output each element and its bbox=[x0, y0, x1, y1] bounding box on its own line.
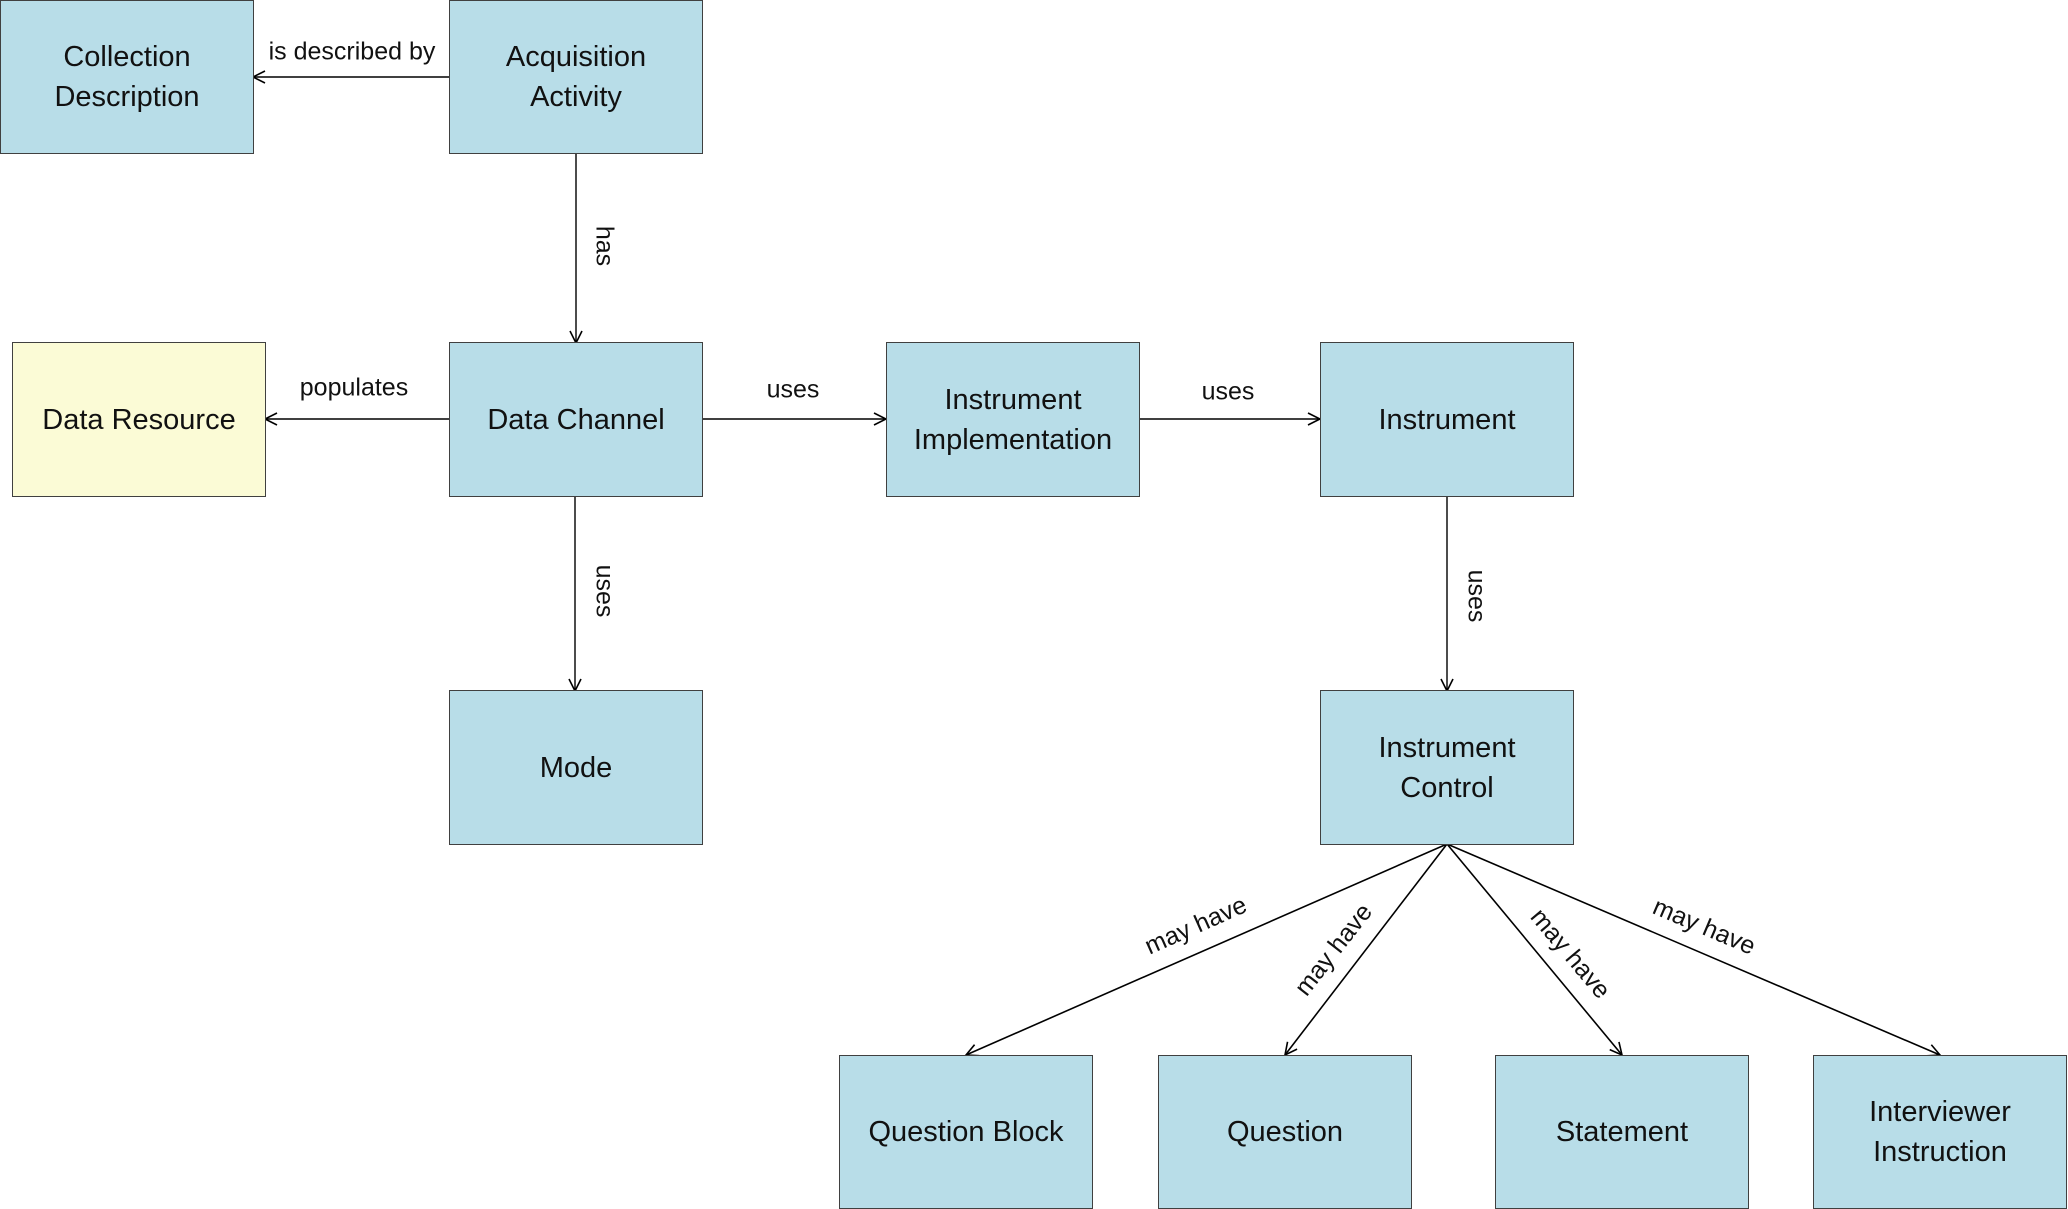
question-block-label: Question Block bbox=[868, 1116, 1064, 1148]
question-label: Question bbox=[1226, 1116, 1344, 1148]
edge-control-to-statement bbox=[1446, 843, 1622, 1055]
edge-label-uses-mode: uses bbox=[590, 564, 619, 618]
edge-label-is-described-by: is described by bbox=[268, 37, 436, 66]
edge-control-to-question-block bbox=[966, 843, 1448, 1055]
edge-label-uses-control: uses bbox=[1462, 569, 1491, 623]
edge-control-to-question bbox=[1285, 843, 1448, 1055]
instrument-node[interactable]: Instrument bbox=[1320, 342, 1574, 497]
edge-label-uses-implementation: uses bbox=[766, 375, 820, 404]
statement-node[interactable]: Statement bbox=[1495, 1055, 1749, 1209]
instrument-label: Instrument bbox=[1378, 403, 1516, 436]
mode-label: Mode bbox=[539, 751, 613, 784]
edge-label-has: has bbox=[590, 225, 619, 267]
data-channel-node[interactable]: Data Channel bbox=[449, 342, 703, 497]
question-block-node[interactable]: Question Block bbox=[839, 1055, 1093, 1209]
statement-label: Statement bbox=[1555, 1116, 1689, 1148]
edge-label-populates: populates bbox=[299, 373, 409, 402]
data-resource-label: Data Resource bbox=[42, 403, 236, 436]
question-node[interactable]: Question bbox=[1158, 1055, 1412, 1209]
data-resource-node[interactable]: Data Resource bbox=[12, 342, 266, 497]
data-channel-label: Data Channel bbox=[487, 403, 665, 436]
mode-node[interactable]: Mode bbox=[449, 690, 703, 845]
edge-control-to-interviewer bbox=[1446, 843, 1940, 1055]
edge-label-uses-instrument: uses bbox=[1201, 377, 1255, 406]
